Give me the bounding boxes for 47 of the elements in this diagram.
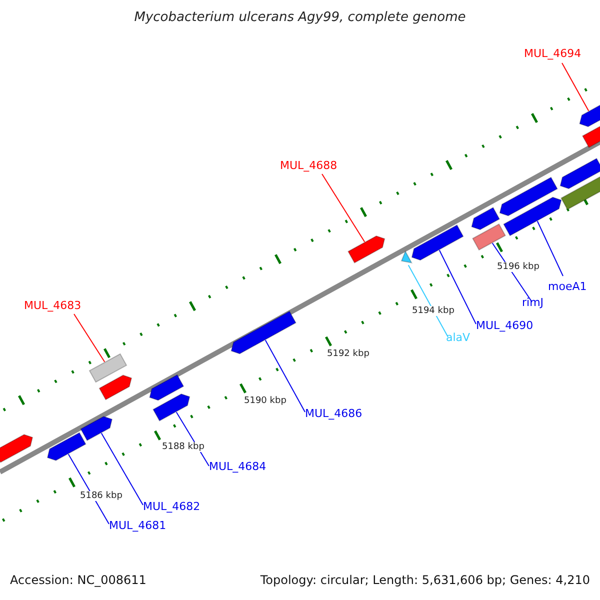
gene-feature xyxy=(560,158,600,190)
gene-label: MUL_4686 xyxy=(305,407,362,420)
scale-label: 5194 kbp xyxy=(412,306,454,316)
gene-feature xyxy=(149,374,184,401)
gene-feature xyxy=(411,224,464,261)
gene-block xyxy=(88,353,128,383)
title: Mycobacterium ulcerans Agy99, complete genome xyxy=(133,10,467,25)
gene-feature xyxy=(0,434,34,463)
gene-label: alaV xyxy=(446,331,470,344)
gene-feature xyxy=(152,393,190,422)
scale-label: 5186 kbp xyxy=(80,491,122,501)
gene-feature xyxy=(348,235,386,264)
leader-line xyxy=(562,62,590,112)
gene-label: MUL_4682 xyxy=(143,500,200,513)
gene-feature xyxy=(46,432,86,461)
gene-feature xyxy=(499,176,558,216)
trna-marker xyxy=(400,250,413,264)
gene-label: moeA1 xyxy=(548,280,587,293)
scale-label: 5188 kbp xyxy=(162,442,204,452)
scale-label: 5192 kbp xyxy=(327,349,370,359)
gene-feature xyxy=(230,310,296,354)
leader-line xyxy=(408,264,448,338)
gene-feature xyxy=(98,374,132,400)
gene-feature xyxy=(471,206,500,230)
gene-label: MUL_4690 xyxy=(476,319,534,332)
genome-summary-text: Topology: circular; Length: 5,631,606 bp; Genes: 4,210 xyxy=(260,573,590,587)
accession-text: Accession: NC_008611 xyxy=(10,573,146,587)
gene-block xyxy=(560,176,600,210)
gene-label: MUL_4681 xyxy=(109,519,166,532)
leader-line xyxy=(438,250,476,324)
gene-label: MUL_4683 xyxy=(24,299,82,312)
gene-feature xyxy=(503,196,562,236)
gene-feature xyxy=(579,104,600,128)
gene-label: MUL_4684 xyxy=(209,460,266,473)
leader-line xyxy=(100,432,144,506)
scale-label: 5196 kbp xyxy=(497,262,540,272)
gene-feature xyxy=(80,416,113,442)
leader-line xyxy=(322,174,366,242)
gene-label: rimJ xyxy=(522,296,544,309)
leader-line xyxy=(74,314,106,362)
gene-label: MUL_4688 xyxy=(280,159,338,172)
leader-line xyxy=(536,220,564,276)
gene-block xyxy=(472,223,506,251)
leader-line xyxy=(264,340,306,412)
gene-feature xyxy=(582,124,600,148)
gene-label: MUL_4694 xyxy=(524,47,582,60)
scale-label: 5190 kbp xyxy=(244,396,286,406)
